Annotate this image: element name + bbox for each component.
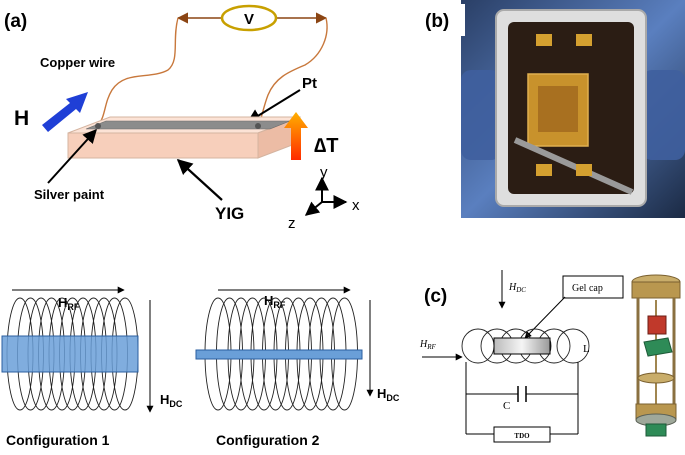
cage-mid-ring: [637, 372, 675, 384]
panel-b-label: (b): [425, 11, 449, 32]
gel-cap-label: Gel cap: [572, 283, 603, 294]
copper-wire-label: Copper wire: [40, 55, 115, 70]
config2-hrf-label: HRF: [264, 293, 286, 310]
configuration-2: HRF HDC Configuration 2: [195, 286, 400, 448]
cage-top-band: [631, 281, 681, 299]
axis-z-label: z: [288, 215, 296, 232]
photo-connector-3: [536, 164, 552, 176]
panel-c: (c) HDC HRF Gel cap L C TDO: [419, 270, 681, 443]
config1-caption: Configuration 1: [6, 432, 110, 448]
hdc-label: HDC: [508, 282, 526, 294]
copper-wire-left: [97, 17, 179, 127]
tdo-box: [493, 426, 551, 443]
capacitor-label: C: [503, 400, 510, 412]
config1-hrf-label: HRF: [58, 295, 80, 312]
probe-cage-illustration: [631, 274, 681, 437]
h-arrow-icon: [42, 92, 88, 132]
config2-hdc-label: HDC: [377, 386, 400, 403]
photo-connector-4: [576, 164, 592, 176]
panel-b-label-bg: [421, 4, 465, 36]
panel-a-label: (a): [4, 11, 27, 32]
axis-x-label: x: [352, 197, 360, 214]
delta-t-arrow-icon: [284, 112, 308, 160]
yig-front-face: [67, 132, 259, 159]
silver-paint-dot-right: [255, 123, 261, 129]
photo-magnet-left: [461, 70, 501, 160]
delta-t-label: ∆T: [314, 135, 338, 157]
config2-sample: [195, 349, 363, 360]
coordinate-axes: y x z: [288, 164, 360, 232]
yig-label: YIG: [215, 204, 244, 223]
silver-paint-dot-left: [95, 123, 101, 129]
panel-c-label: (c): [424, 286, 447, 307]
gel-cap-pointer: [524, 296, 566, 339]
inductor-label: L: [583, 343, 590, 355]
voltmeter-label: V: [244, 11, 254, 28]
axis-y-label: y: [320, 164, 328, 181]
pt-label: Pt: [302, 75, 317, 92]
silver-paint-label: Silver paint: [34, 187, 105, 202]
voltmeter-circuit: V: [97, 4, 328, 127]
gel-cap-box: [562, 275, 624, 299]
photo-connector-1: [536, 34, 552, 46]
config1-hdc-label: HDC: [160, 392, 183, 409]
hrf-label: HRF: [419, 339, 437, 351]
inductor-loop: [556, 328, 590, 364]
config2-caption: Configuration 2: [216, 432, 320, 448]
voltmeter-icon: [220, 4, 278, 32]
photo-magnet-right: [642, 70, 685, 160]
gel-cap: [493, 337, 551, 355]
configuration-1: HRF HDC Configuration 1: [1, 286, 183, 448]
yig-slab: [67, 116, 301, 159]
cage-green-mount: [643, 337, 673, 357]
panel-b: (b): [421, 0, 685, 218]
axis-z-arrow: [304, 201, 323, 216]
photo-connector-2: [576, 34, 592, 46]
yig-pointer: [176, 158, 223, 201]
lc-circuit: C TDO: [465, 362, 579, 443]
cage-red-coil: [647, 315, 667, 335]
h-label: H: [14, 107, 29, 130]
photo-holder-inner: [538, 86, 578, 132]
panel-a: (a) V Copper wire Pt H ∆T: [4, 4, 360, 232]
silver-paint-pointer: [47, 128, 97, 184]
config1-sample: [1, 335, 139, 373]
inductor-loop: [461, 328, 495, 364]
photo-rod: [513, 137, 634, 195]
tdo-label: TDO: [514, 432, 530, 440]
cage-base: [645, 423, 667, 437]
